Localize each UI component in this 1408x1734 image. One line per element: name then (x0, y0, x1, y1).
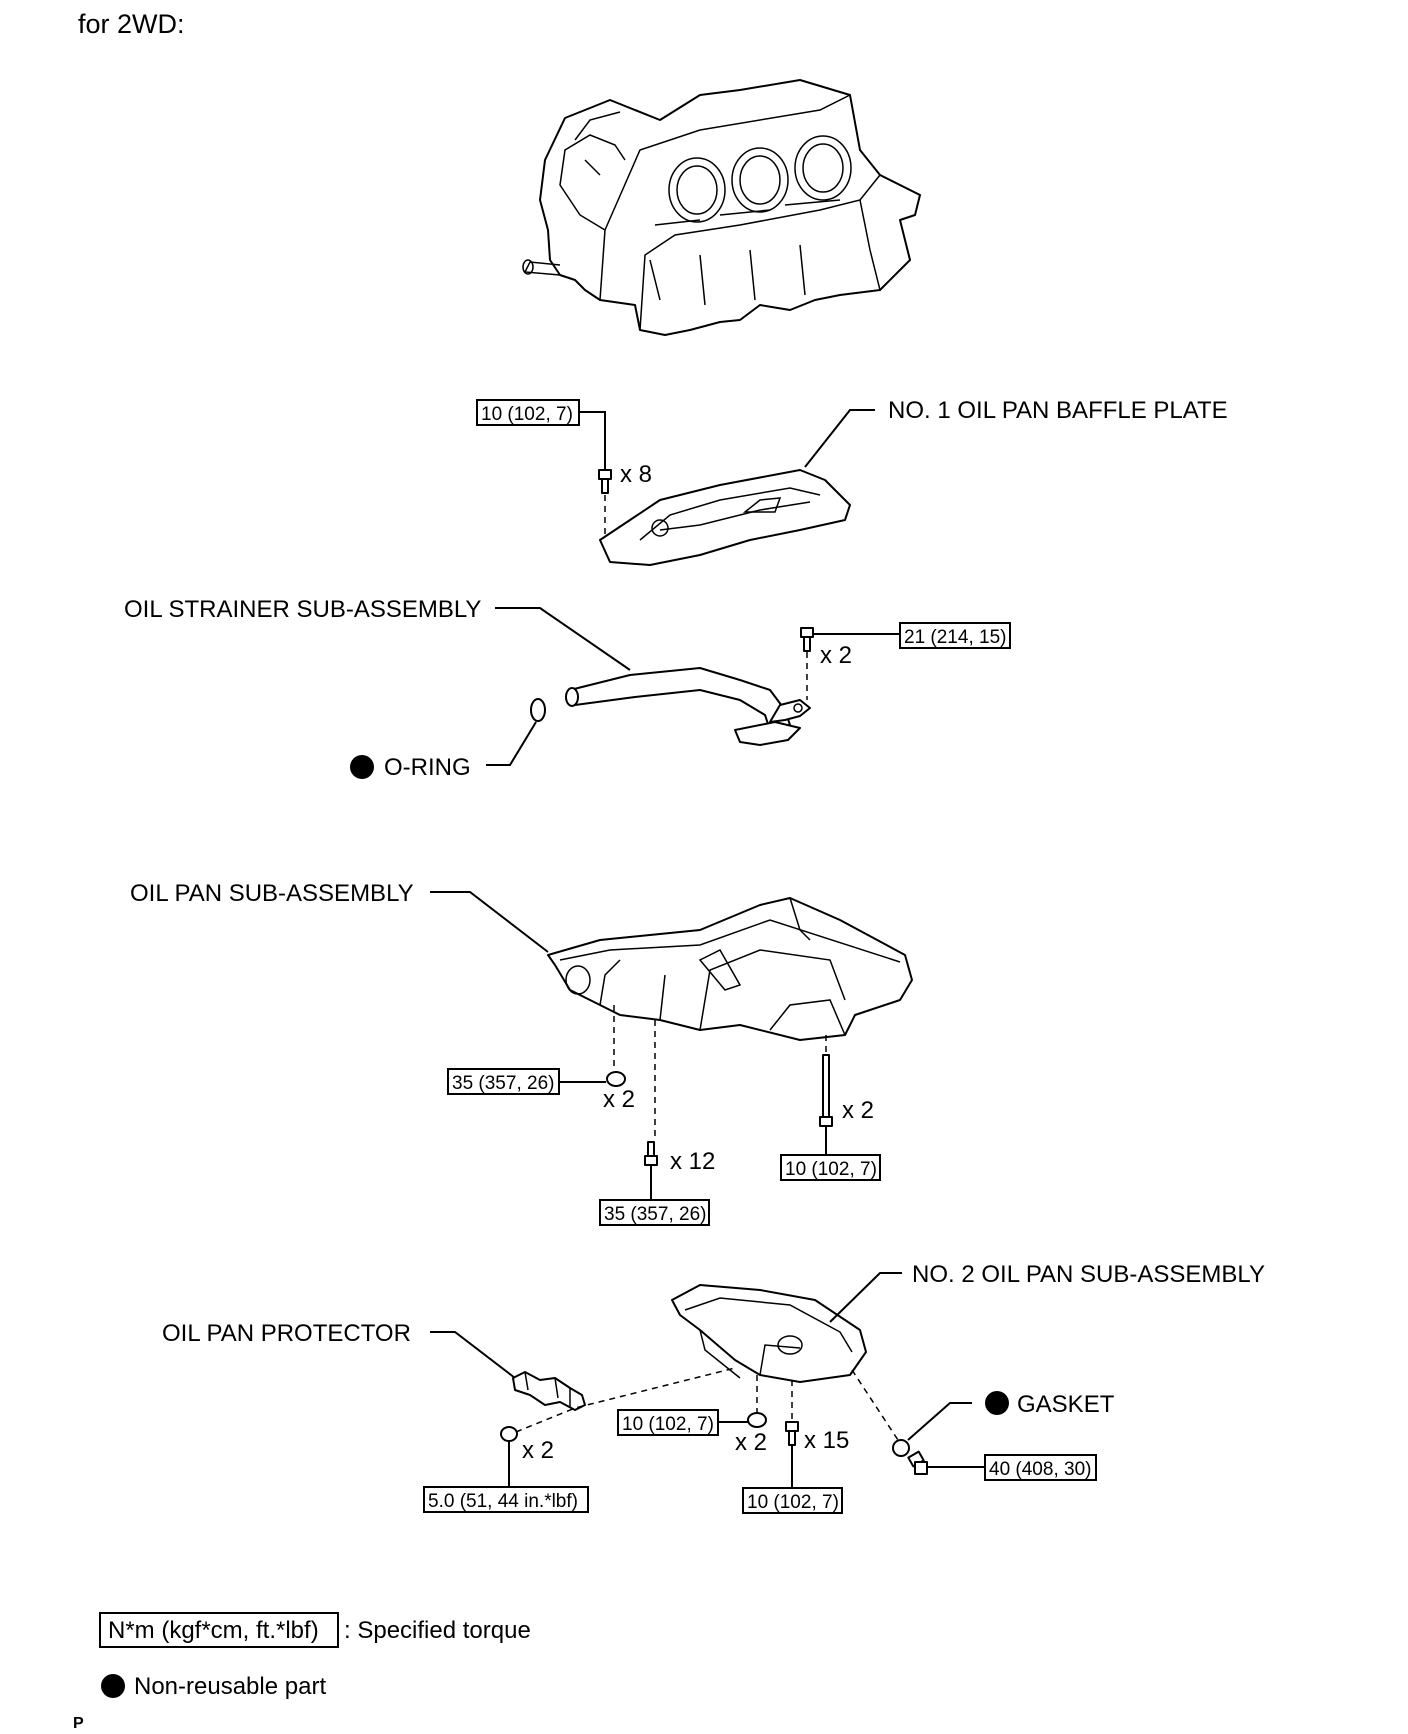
o-ring-icon (530, 698, 546, 722)
baffle-bolts-torque: 10 (102, 7) (481, 404, 573, 425)
legend-nonreusable-icon (101, 1674, 125, 1698)
o-ring-leader (486, 721, 537, 766)
no2-bolt-icon (785, 1421, 799, 1446)
no2-bolts-torque: 10 (102, 7) (747, 1492, 839, 1513)
oil-pan-protector-label: OIL PAN PROTECTOR (162, 1320, 411, 1347)
oil-pan-studs-qty: x 2 (842, 1097, 874, 1124)
oil-strainer-label: OIL STRAINER SUB-ASSEMBLY (124, 596, 481, 623)
oil-pan-studs-torque: 10 (102, 7) (785, 1159, 877, 1180)
protector-nut-icon (500, 1426, 518, 1442)
drain-plug-torque-box (984, 1454, 1097, 1481)
no2-nuts-torque-box (617, 1409, 719, 1436)
gasket-icon (892, 1439, 910, 1457)
oil-pan-bolts-torque: 35 (357, 26) (604, 1204, 706, 1225)
oil-strainer-leader (495, 607, 631, 671)
no2-bolts-qty: x 15 (804, 1427, 849, 1454)
gasket-nonreusable-icon (985, 1391, 1009, 1415)
oil-pan-nuts-qty: x 2 (603, 1086, 635, 1113)
gasket-leader (907, 1402, 972, 1441)
baffle-bolts-torque-box (476, 399, 580, 426)
oil-pan-stud-icon (819, 1054, 833, 1127)
oil-pan-leader (430, 891, 549, 953)
protector-nuts-torque: 5.0 (51, 44 in.*lbf) (428, 1491, 578, 1512)
oil-pan-nuts-torque-box (447, 1068, 560, 1095)
no2-nuts-qty: x 2 (735, 1429, 767, 1456)
drain-plug-torque: 40 (408, 30) (989, 1459, 1091, 1480)
oil-pan-label: OIL PAN SUB-ASSEMBLY (130, 880, 414, 907)
engine-block-drawing (522, 79, 921, 336)
o-ring-label: O-RING (384, 754, 471, 781)
oil-pan-studs-torque-box (780, 1154, 881, 1181)
legend-torque-desc: : Specified torque (344, 1617, 531, 1644)
oil-pan-drawing (547, 897, 913, 1041)
o-ring-nonreusable-icon (350, 755, 374, 779)
oil-pan-bolt-icon (644, 1141, 658, 1166)
drain-plug-icon (907, 1450, 928, 1475)
no2-nuts-torque: 10 (102, 7) (622, 1414, 714, 1435)
legend-nonreusable-text: Non-reusable part (134, 1673, 326, 1700)
strainer-bolts-torque: 21 (214, 15) (904, 627, 1006, 648)
protector-nuts-qty: x 2 (522, 1437, 554, 1464)
baffle-bolts-qty: x 8 (620, 461, 652, 488)
gasket-label: GASKET (1017, 1391, 1115, 1418)
baffle-plate-leader (804, 409, 875, 468)
page-heading: for 2WD: (78, 9, 185, 39)
strainer-bolt-icon (800, 627, 814, 652)
no2-bolts-torque-box (742, 1487, 843, 1514)
strainer-bolts-qty: x 2 (820, 642, 852, 669)
oil-pan-nut-icon (606, 1071, 626, 1087)
oil-strainer-drawing (565, 667, 811, 746)
oil-pan-protector-drawing (512, 1371, 586, 1411)
protector-nuts-torque-box (423, 1486, 589, 1513)
oil-pan-nuts-torque: 35 (357, 26) (452, 1073, 554, 1094)
oil-pan-bolts-torque-box (599, 1199, 710, 1226)
legend-torque-box (99, 1612, 339, 1648)
legend-torque-unit: N*m (kgf*cm, ft.*lbf) (108, 1617, 319, 1644)
no2-oil-pan-drawing (671, 1284, 867, 1383)
baffle-bolt-icon (598, 469, 612, 494)
no2-oil-pan-leader (829, 1272, 902, 1323)
strainer-bolts-torque-box (899, 622, 1011, 649)
footer-code: P (73, 1715, 84, 1732)
no2-nut-icon (747, 1412, 767, 1428)
baffle-plate-label: NO. 1 OIL PAN BAFFLE PLATE (888, 397, 1228, 424)
oil-pan-bolts-qty: x 12 (670, 1148, 715, 1175)
no2-oil-pan-label: NO. 2 OIL PAN SUB-ASSEMBLY (912, 1261, 1265, 1288)
baffle-plate-drawing (599, 469, 851, 566)
oil-pan-protector-leader (430, 1331, 516, 1379)
